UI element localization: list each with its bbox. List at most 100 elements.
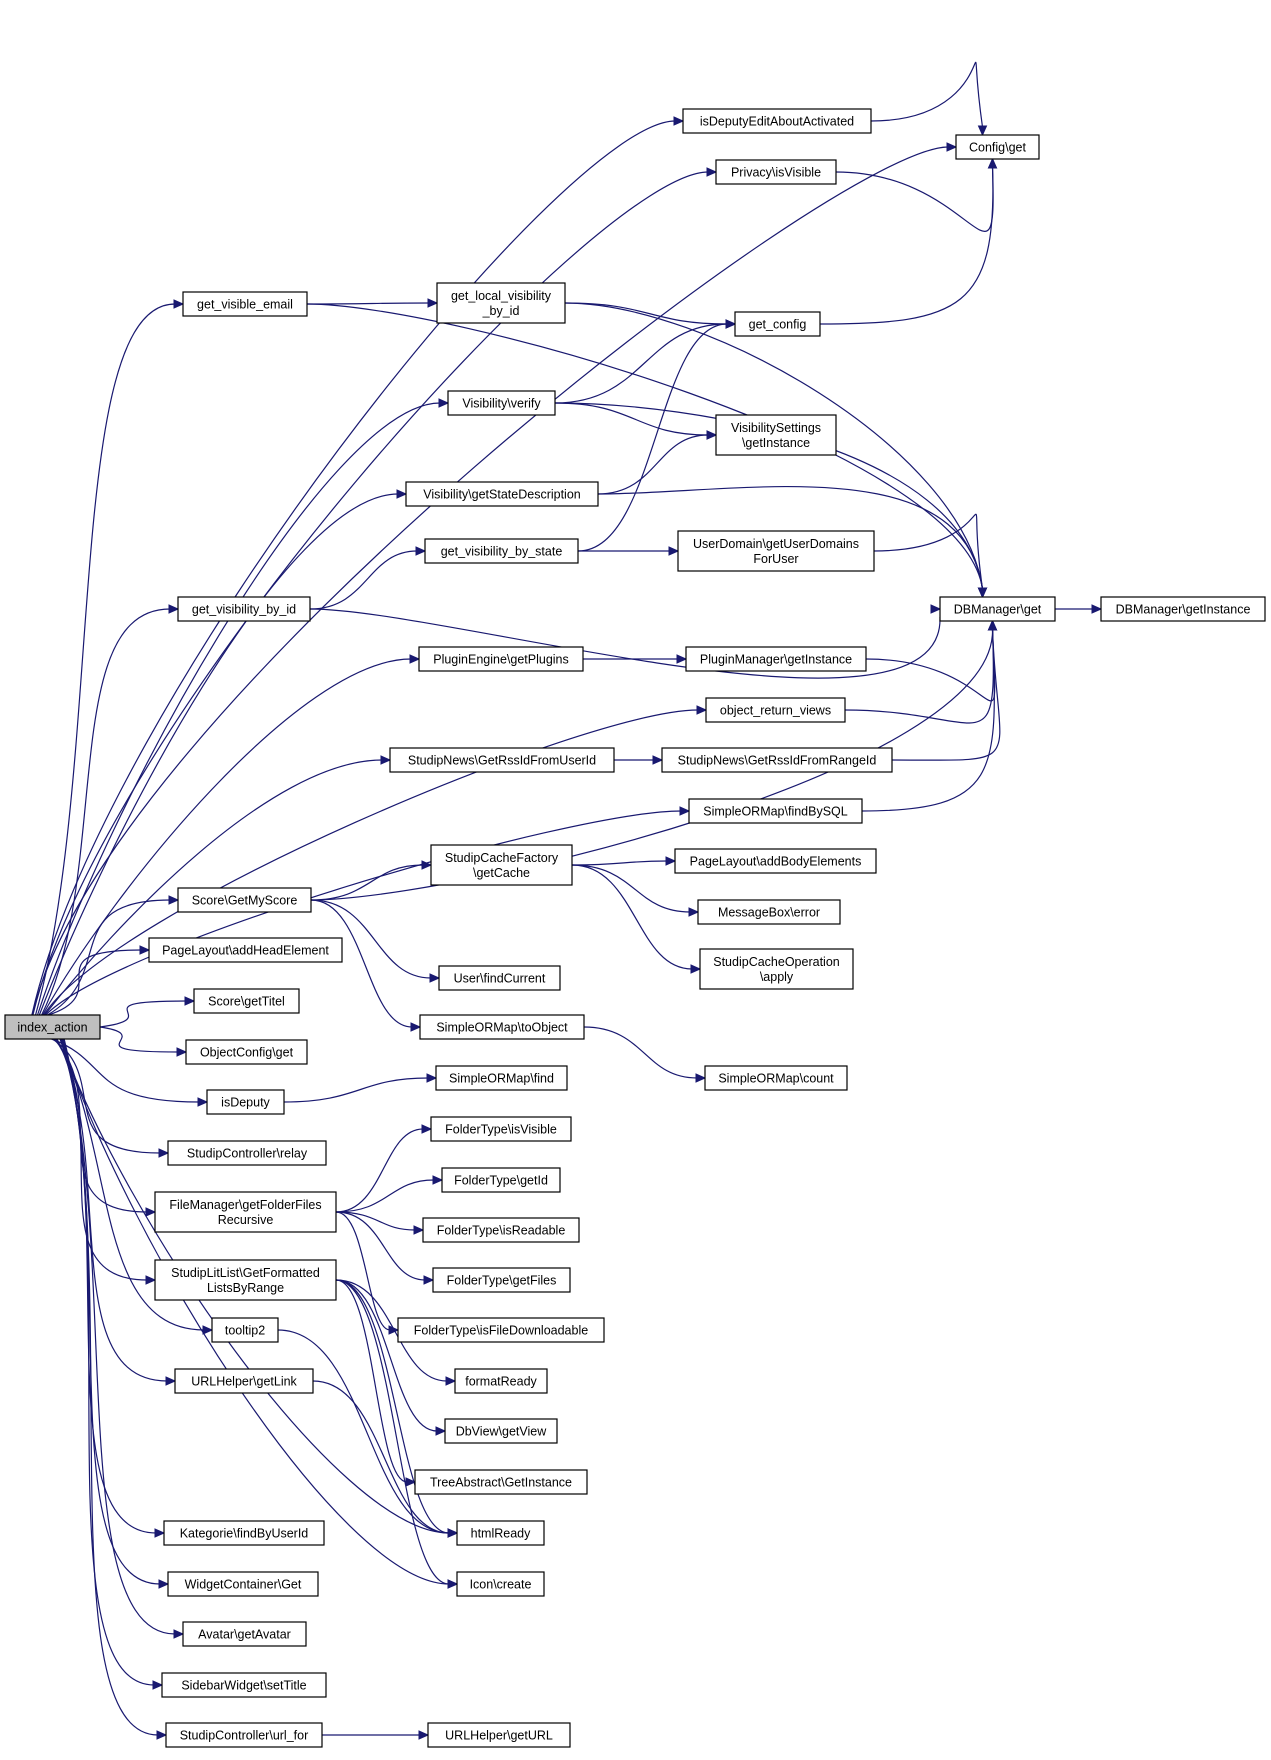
edge-controller-url-for-to-url-get-url bbox=[322, 1730, 430, 1740]
node-label: isDeputy bbox=[221, 1096, 270, 1110]
node-label: User\findCurrent bbox=[454, 972, 546, 986]
edge-line bbox=[335, 1279, 450, 1585]
node-box bbox=[715, 414, 837, 456]
node-label: get_config bbox=[749, 318, 807, 332]
dbmanager-instance-node[interactable]: DBManager\getInstance bbox=[1100, 596, 1266, 622]
arrowhead bbox=[676, 654, 688, 664]
object-return-views-node[interactable]: object_return_views bbox=[705, 697, 846, 723]
orm-to-object-node[interactable]: SimpleORMap\toObject bbox=[419, 1014, 585, 1040]
config-get-node[interactable]: Config\get bbox=[955, 134, 1040, 160]
get-visibility-by-state-node[interactable]: get_visibility_by_state bbox=[424, 538, 579, 564]
folder-get-id-node[interactable]: FolderType\getId bbox=[441, 1167, 561, 1193]
edge-index-action-to-controller-url-for bbox=[63, 1038, 168, 1740]
edge-line bbox=[335, 1279, 448, 1382]
kategorie-node[interactable]: Kategorie\findByUserId bbox=[163, 1520, 325, 1546]
arrowhead bbox=[154, 1528, 166, 1538]
visibility-settings-node[interactable]: VisibilitySettings\getInstance bbox=[715, 414, 837, 456]
folder-get-files-node[interactable]: FolderType\getFiles bbox=[432, 1267, 571, 1293]
user-find-current-node[interactable]: User\findCurrent bbox=[438, 965, 561, 991]
arrowhead bbox=[426, 1073, 438, 1083]
controller-relay-node[interactable]: StudipController\relay bbox=[167, 1140, 327, 1166]
plugin-manager-node[interactable]: PluginManager\getInstance bbox=[685, 646, 867, 672]
edge-cache-factory-to-cache-operation bbox=[571, 864, 702, 974]
icon-create-node[interactable]: Icon\create bbox=[456, 1571, 545, 1597]
tooltip2-node[interactable]: tooltip2 bbox=[211, 1317, 279, 1343]
node-label: StudipCacheFactory bbox=[445, 851, 559, 865]
visibility-state-desc-node[interactable]: Visibility\getStateDescription bbox=[405, 481, 599, 507]
html-ready-node[interactable]: htmlReady bbox=[456, 1520, 545, 1546]
edge-line bbox=[309, 550, 418, 610]
score-titel-node[interactable]: Score\getTitel bbox=[193, 988, 300, 1014]
news-range-node[interactable]: StudipNews\GetRssIdFromRangeId bbox=[661, 747, 893, 773]
folder-is-visible-node[interactable]: FolderType\isVisible bbox=[430, 1116, 572, 1142]
score-my-node[interactable]: Score\GetMyScore bbox=[177, 887, 312, 913]
arrowhead bbox=[725, 319, 737, 329]
dbview-get-view-node[interactable]: DbView\getView bbox=[444, 1418, 558, 1444]
arrowhead bbox=[421, 860, 433, 870]
node-label: Recursive bbox=[218, 1213, 274, 1227]
edge-line bbox=[99, 1026, 179, 1053]
is-deputy-node[interactable]: isDeputy bbox=[206, 1089, 285, 1115]
dbmanager-get-node[interactable]: DBManager\get bbox=[939, 596, 1056, 622]
function-nodes: index_action Config\get isDeputyEditAboutA… bbox=[4, 108, 1266, 1748]
arrowhead bbox=[396, 489, 408, 499]
edge-line bbox=[564, 302, 984, 590]
node-box bbox=[165, 1722, 323, 1748]
format-ready-node[interactable]: formatReady bbox=[454, 1368, 548, 1394]
get-visibility-by-id-node[interactable]: get_visibility_by_id bbox=[177, 596, 311, 622]
node-box bbox=[705, 697, 846, 723]
arrowhead bbox=[202, 1325, 214, 1335]
node-box bbox=[436, 282, 566, 324]
edge-line bbox=[59, 1038, 450, 1534]
arrowhead bbox=[380, 755, 392, 765]
messagebox-error-node[interactable]: MessageBox\error bbox=[697, 899, 841, 925]
edge-news-range-to-dbmanager-get bbox=[891, 619, 1001, 761]
is-deputy-edit-node[interactable]: isDeputyEditAboutActivated bbox=[682, 108, 872, 134]
visibility-verify-node[interactable]: Visibility\verify bbox=[447, 390, 556, 416]
edge-line bbox=[335, 1128, 424, 1213]
edge-line bbox=[571, 864, 693, 970]
orm-find-node[interactable]: SimpleORMap\find bbox=[435, 1065, 568, 1091]
tree-instance-node[interactable]: TreeAbstract\GetInstance bbox=[414, 1469, 588, 1495]
folder-downloadable-node[interactable]: FolderType\isFileDownloadable bbox=[397, 1317, 605, 1343]
sidebar-title-node[interactable]: SidebarWidget\setTitle bbox=[161, 1672, 327, 1698]
news-user-node[interactable]: StudipNews\GetRssIdFromUserId bbox=[389, 747, 615, 773]
folder-is-readable-node[interactable]: FolderType\isReadable bbox=[422, 1217, 580, 1243]
node-label: URLHelper\getLink bbox=[191, 1375, 297, 1389]
privacy-visible-node[interactable]: Privacy\isVisible bbox=[715, 159, 837, 185]
add-body-elements-node[interactable]: PageLayout\addBodyElements bbox=[674, 848, 877, 874]
edge-visibility-state-desc-to-visibility-settings bbox=[597, 430, 718, 495]
edge-line bbox=[554, 323, 728, 404]
url-get-url-node[interactable]: URLHelper\getURL bbox=[427, 1722, 571, 1748]
node-label: TreeAbstract\GetInstance bbox=[430, 1476, 572, 1490]
plugin-engine-node[interactable]: PluginEngine\getPlugins bbox=[418, 646, 584, 672]
edge-line bbox=[283, 1077, 429, 1103]
avatar-node[interactable]: Avatar\getAvatar bbox=[182, 1621, 307, 1647]
node-label: SimpleORMap\findBySQL bbox=[703, 805, 848, 819]
node-box bbox=[427, 1722, 571, 1748]
object-config-node[interactable]: ObjectConfig\get bbox=[185, 1039, 308, 1065]
widget-container-node[interactable]: WidgetContainer\Get bbox=[167, 1571, 319, 1597]
get-visible-email-node[interactable]: get_visible_email bbox=[182, 291, 308, 317]
index-action-node[interactable]: index_action bbox=[4, 1014, 101, 1040]
node-label: FileManager\getFolderFiles bbox=[169, 1198, 321, 1212]
edge-score-my-to-user-find-current bbox=[310, 899, 441, 983]
edge-line bbox=[577, 323, 728, 552]
get-config-node[interactable]: get_config bbox=[734, 311, 821, 337]
url-get-link-node[interactable]: URLHelper\getLink bbox=[174, 1368, 314, 1394]
controller-url-for-node[interactable]: StudipController\url_for bbox=[165, 1722, 323, 1748]
orm-find-by-sql-node[interactable]: SimpleORMap\findBySQL bbox=[688, 798, 863, 824]
node-label: PageLayout\addBodyElements bbox=[690, 855, 862, 869]
arrowhead bbox=[168, 895, 180, 905]
cache-operation-node[interactable]: StudipCacheOperation\apply bbox=[699, 948, 854, 990]
edge-file-manager-to-folder-is-readable bbox=[335, 1211, 425, 1235]
add-head-element-node[interactable]: PageLayout\addHeadElement bbox=[148, 937, 343, 963]
get-local-visibility-node[interactable]: get_local_visibility_by_id bbox=[436, 282, 566, 324]
cache-factory-node[interactable]: StudipCacheFactory\getCache bbox=[430, 844, 573, 886]
node-box bbox=[182, 1621, 307, 1647]
orm-count-node[interactable]: SimpleORMap\count bbox=[704, 1065, 848, 1091]
